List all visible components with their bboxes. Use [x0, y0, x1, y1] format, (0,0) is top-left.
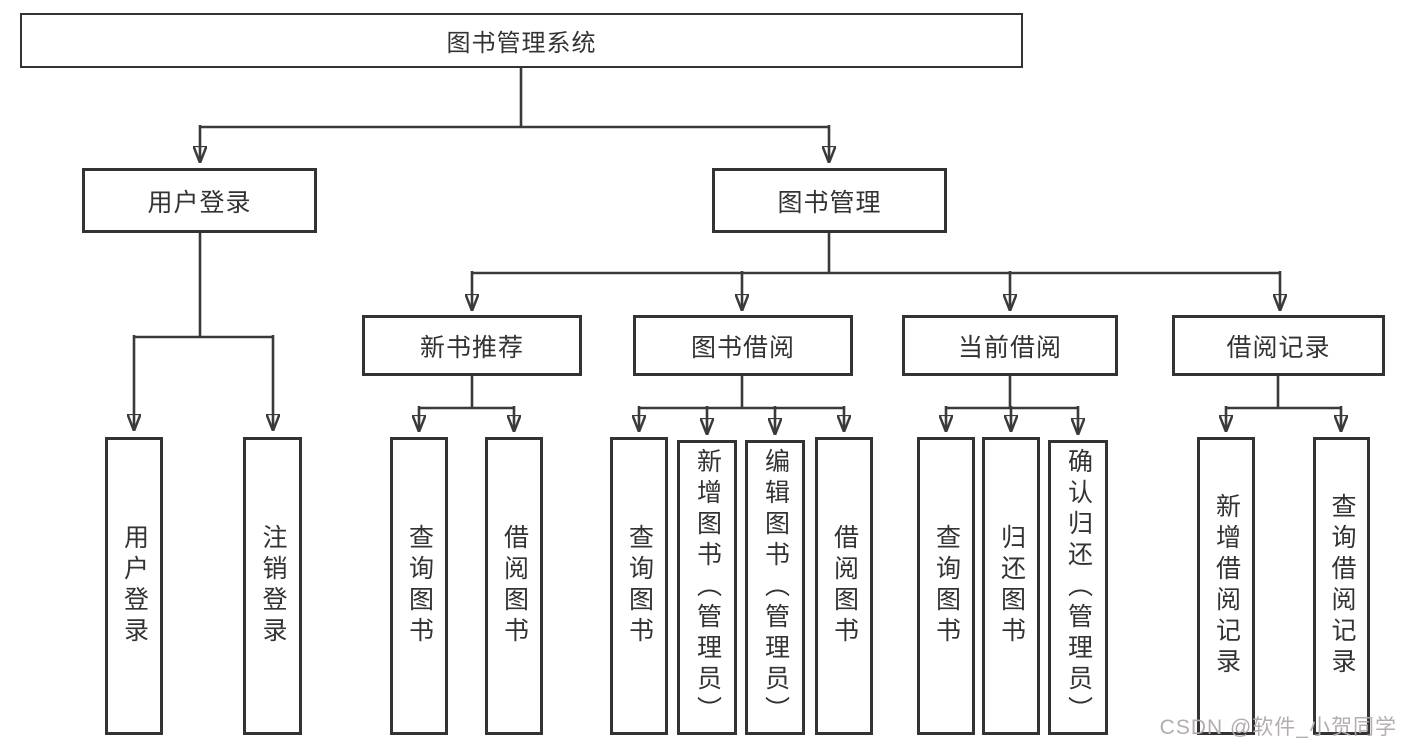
leaf-add-borrow-record-label: 新增借阅记录 [1212, 493, 1241, 679]
leaf-query-borrow-record: 查询借阅记录 [1313, 437, 1370, 735]
node-book-borrowing: 图书借阅 [633, 315, 853, 376]
leaf-confirm-return-admin: 确认归还（管理员） [1048, 440, 1108, 735]
leaf-current-query-book: 查询图书 [917, 437, 975, 735]
node-current-borrowing: 当前借阅 [902, 315, 1118, 376]
node-book-management: 图书管理 [712, 168, 947, 233]
leaf-current-query-book-label: 查询图书 [932, 524, 961, 648]
leaf-add-book-admin-label: 新增图书（管理员） [693, 448, 722, 727]
node-new-book-recommendation: 新书推荐 [362, 315, 582, 376]
leaf-edit-book-admin: 编辑图书（管理员） [745, 440, 805, 735]
leaf-borrow-query-book: 查询图书 [610, 437, 668, 735]
leaf-query-borrow-record-label: 查询借阅记录 [1328, 493, 1356, 679]
leaf-borrow-query-book-label: 查询图书 [625, 524, 654, 648]
node-root: 图书管理系统 [20, 13, 1023, 68]
node-current-borrowing-label: 当前借阅 [957, 333, 1062, 362]
leaf-add-borrow-record: 新增借阅记录 [1197, 437, 1255, 735]
leaf-return-book: 归还图书 [982, 437, 1040, 735]
leaf-add-book-admin: 新增图书（管理员） [677, 440, 737, 735]
leaf-confirm-return-admin-label: 确认归还（管理员） [1064, 448, 1093, 727]
leaf-borrow-book-label: 借阅图书 [830, 524, 859, 648]
leaf-logout-label: 注销登录 [259, 524, 287, 648]
leaf-edit-book-admin-label: 编辑图书（管理员） [761, 448, 790, 727]
leaf-rec-query-book: 查询图书 [390, 437, 448, 735]
node-book-management-label: 图书管理 [777, 188, 882, 217]
leaf-user-login-label: 用户登录 [120, 524, 149, 648]
node-book-borrowing-label: 图书借阅 [690, 333, 795, 362]
node-user-login-label: 用户登录 [147, 188, 252, 217]
leaf-logout: 注销登录 [243, 437, 302, 735]
node-root-label: 图书管理系统 [446, 30, 597, 57]
node-borrowing-records: 借阅记录 [1172, 315, 1385, 376]
leaf-rec-query-book-label: 查询图书 [405, 524, 434, 648]
leaf-return-book-label: 归还图书 [997, 524, 1026, 648]
leaf-rec-borrow-book: 借阅图书 [485, 437, 543, 735]
leaf-user-login: 用户登录 [105, 437, 163, 735]
leaf-rec-borrow-book-label: 借阅图书 [500, 524, 529, 648]
node-new-book-recommendation-label: 新书推荐 [419, 333, 524, 362]
leaf-borrow-book: 借阅图书 [815, 437, 873, 735]
node-user-login: 用户登录 [82, 168, 317, 233]
node-borrowing-records-label: 借阅记录 [1226, 333, 1331, 362]
